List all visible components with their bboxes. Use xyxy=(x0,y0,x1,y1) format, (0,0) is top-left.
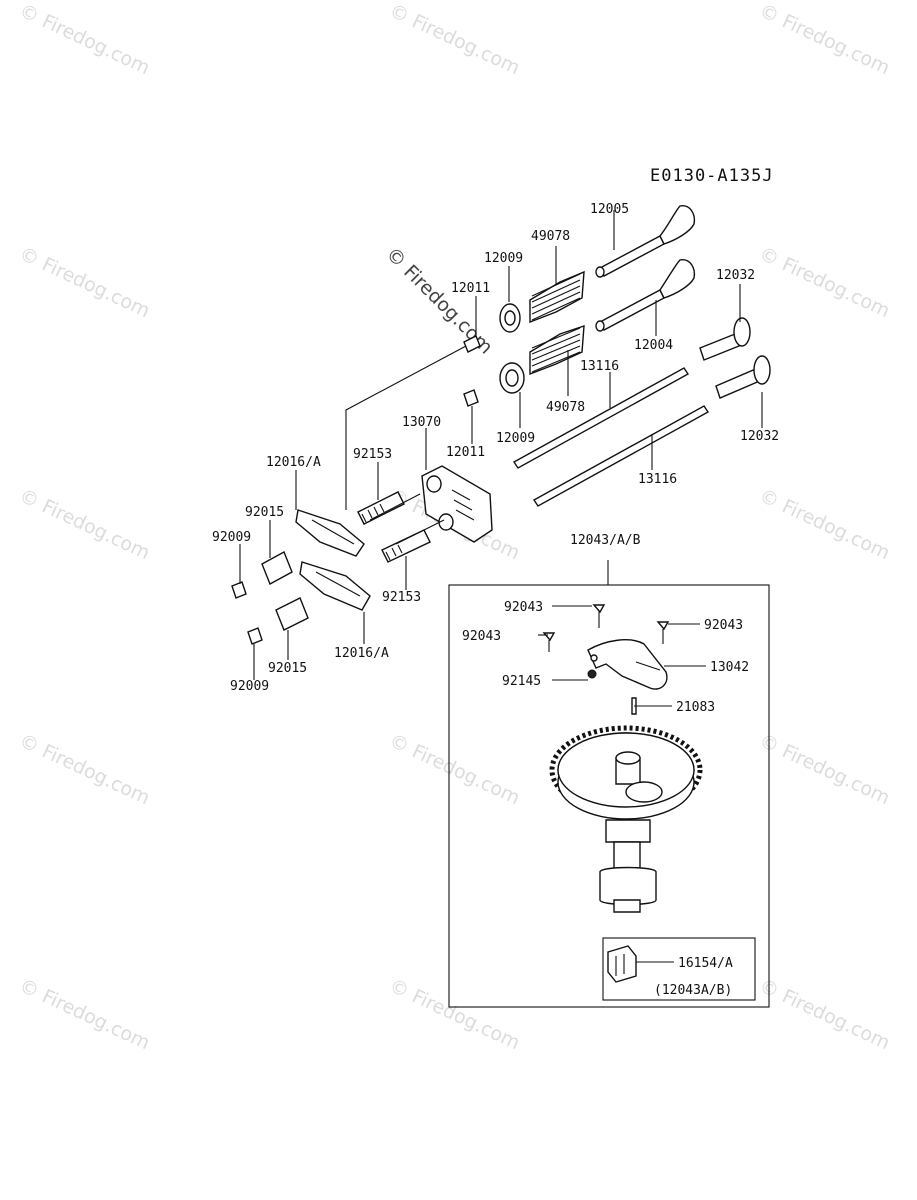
leader-lines xyxy=(239,210,763,963)
spring-92145 xyxy=(587,669,597,679)
svg-text:© Firedog.com: © Firedog.com xyxy=(756,0,893,79)
label-92153-a: 92153 xyxy=(353,447,392,462)
label-12005: 12005 xyxy=(590,202,629,217)
label-92153-b: 92153 xyxy=(382,590,421,605)
camshaft-gear xyxy=(549,725,703,820)
svg-text:© Firedog.com: © Firedog.com xyxy=(756,243,893,323)
label-92009-b: 92009 xyxy=(230,679,269,694)
svg-text:© Firedog.com: © Firedog.com xyxy=(381,243,496,358)
svg-text:© Firedog.com: © Firedog.com xyxy=(756,485,893,565)
bolt-92043-right xyxy=(656,621,670,644)
valve-collet-upper xyxy=(463,335,481,353)
svg-text:© Firedog.com: © Firedog.com xyxy=(386,0,523,79)
svg-text:© Firedog.com: © Firedog.com xyxy=(16,975,153,1055)
push-rod-lower xyxy=(532,405,710,507)
label-12043-note: (12043A/B) xyxy=(654,983,732,998)
label-21083: 21083 xyxy=(676,700,715,715)
label-13116-a: 13116 xyxy=(580,359,619,374)
svg-text:© Firedog.com: © Firedog.com xyxy=(16,0,153,79)
bolt-92043-left xyxy=(542,632,556,652)
governor-weight-16154 xyxy=(607,945,637,983)
label-12011-b: 12011 xyxy=(446,445,485,460)
bolt-92043-top xyxy=(592,604,606,628)
label-13070: 13070 xyxy=(402,415,441,430)
push-rod-upper xyxy=(512,367,690,469)
valve-12005 xyxy=(595,205,696,278)
label-92015-a: 92015 xyxy=(245,505,284,520)
label-13042: 13042 xyxy=(710,660,749,675)
svg-text:© Firedog.com: © Firedog.com xyxy=(756,975,893,1055)
adjust-nut-upper xyxy=(261,551,293,585)
svg-text:© Firedog.com: © Firedog.com xyxy=(16,243,153,323)
svg-text:© Firedog.com: © Firedog.com xyxy=(386,975,523,1055)
label-12016-a-upper: 12016/A xyxy=(266,455,321,470)
svg-text:© Firedog.com: © Firedog.com xyxy=(386,730,523,810)
spring-retainer-lower xyxy=(499,362,525,394)
label-13116-b: 13116 xyxy=(638,472,677,487)
label-49078-a: 49078 xyxy=(531,229,570,244)
valve-spring-upper xyxy=(529,270,585,324)
label-92145: 92145 xyxy=(502,674,541,689)
spring-retainer-upper xyxy=(499,303,521,333)
label-12016-a-lower: 12016/A xyxy=(334,646,389,661)
tappet-lower xyxy=(715,355,771,399)
svg-text:© Firedog.com: © Firedog.com xyxy=(756,730,893,810)
adjust-nut-lower xyxy=(275,597,309,631)
label-16154: 16154/A xyxy=(678,956,733,971)
camshaft-body xyxy=(599,819,657,913)
weight-sub-box xyxy=(602,937,756,1001)
rocker-arm-upper xyxy=(295,509,365,557)
set-screw-upper xyxy=(231,581,247,599)
guide-lines xyxy=(345,345,467,545)
set-screw-lower xyxy=(247,627,263,645)
label-12032-b: 12032 xyxy=(740,429,779,444)
label-12004: 12004 xyxy=(634,338,673,353)
svg-text:© Firedog.com: © Firedog.com xyxy=(16,730,153,810)
camshaft-assembly-box xyxy=(448,584,770,1008)
rocker-plate-13070 xyxy=(421,465,493,543)
label-92009-a: 92009 xyxy=(212,530,251,545)
label-92043-left: 92043 xyxy=(462,629,501,644)
label-12011-a: 12011 xyxy=(451,281,490,296)
label-12032-a: 12032 xyxy=(716,268,755,283)
valve-spring-lower xyxy=(529,325,585,376)
tappet-upper xyxy=(699,317,751,361)
label-12043: 12043/A/B xyxy=(570,533,641,548)
label-92043-right: 92043 xyxy=(704,618,743,633)
label-92043-top: 92043 xyxy=(504,600,543,615)
label-92015-b: 92015 xyxy=(268,661,307,676)
governor-plate-13042 xyxy=(587,639,668,690)
svg-text:© Firedog.com: © Firedog.com xyxy=(16,485,153,565)
label-49078-b: 49078 xyxy=(546,400,585,415)
label-12009-a: 12009 xyxy=(484,251,523,266)
label-12009-b: 12009 xyxy=(496,431,535,446)
rocker-arm-lower xyxy=(299,561,371,611)
valve-12004 xyxy=(595,259,696,332)
pivot-stud-upper xyxy=(357,491,405,525)
diagram-code: E0130-A135J xyxy=(650,166,774,186)
valve-collet-lower xyxy=(463,389,479,407)
